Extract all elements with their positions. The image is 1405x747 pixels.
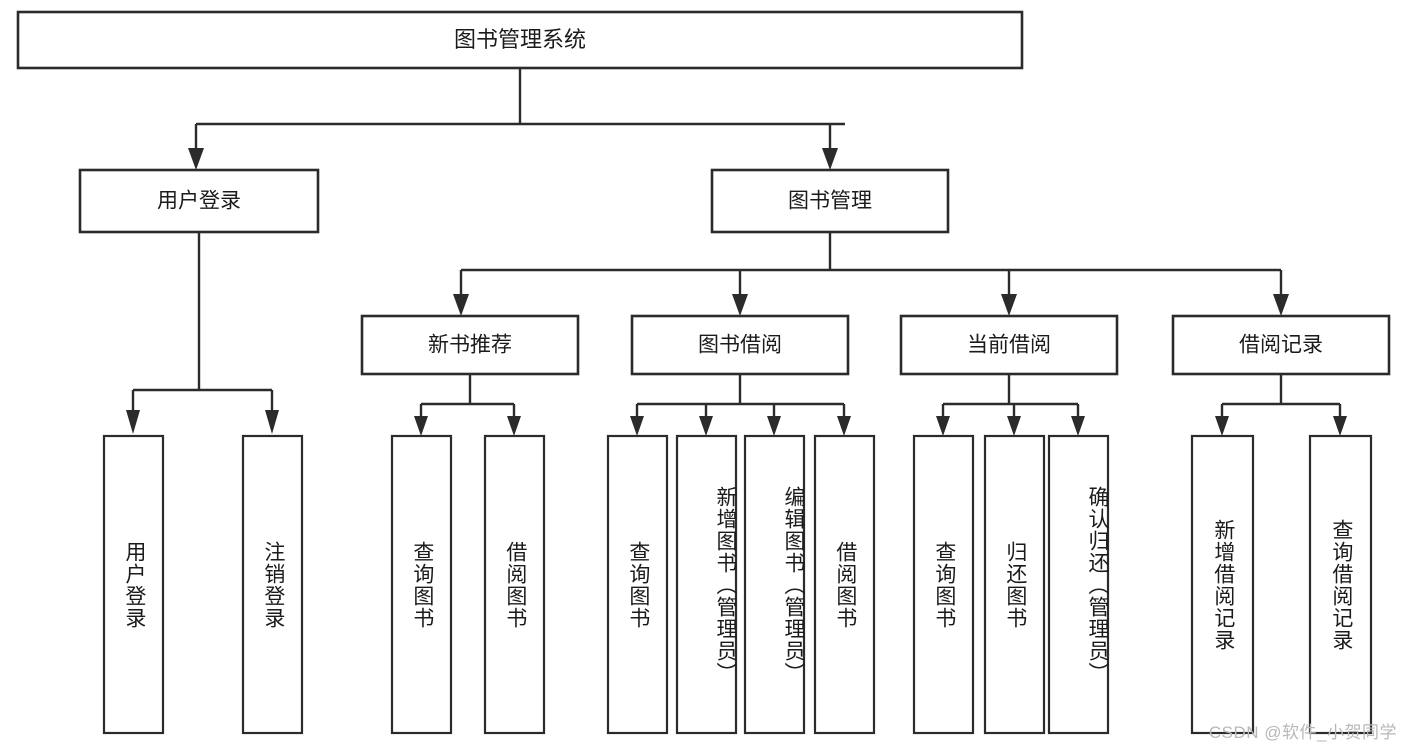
arrow-head-leaf-edit-book (767, 416, 781, 436)
connector-root-to-level2 (188, 68, 845, 170)
node-root-label: 图书管理系统 (454, 27, 586, 52)
node-user-login-label: 用户登录 (157, 190, 241, 213)
arrow-head-user-login (188, 148, 204, 170)
leaf-box-borrow-book-2[interactable] (813, 434, 876, 735)
node-current-borrow-box[interactable] (899, 314, 1119, 376)
leaf-box-query-book-2[interactable] (606, 434, 669, 735)
node-current-borrow-label: 当前借阅 (967, 334, 1051, 357)
node-borrow-record-label: 借阅记录 (1239, 334, 1323, 357)
arrow-head-book-management (822, 148, 838, 170)
arrow-head-bookborrow (732, 294, 748, 316)
node-new-book-recommend[interactable]: 新书推荐 (360, 314, 580, 376)
arrow-head-leaf-query-book-3 (936, 416, 950, 436)
leaf-box-return-book[interactable] (983, 434, 1046, 735)
leaf-box-user-login[interactable] (102, 434, 165, 735)
node-book-borrow-label: 图书借阅 (698, 334, 782, 357)
node-borrow-record[interactable]: 借阅记录 (1171, 314, 1391, 376)
leaf-box-add-book[interactable] (675, 434, 738, 735)
arrow-head-leaf-confirm-return (1071, 416, 1085, 436)
arrow-head-leaf-borrow-book-2 (837, 416, 851, 436)
leaf-box-add-record[interactable] (1190, 434, 1255, 735)
node-new-book-recommend-label: 新书推荐 (428, 334, 512, 357)
leaf-box-confirm-return[interactable] (1047, 434, 1110, 735)
arrow-head-borrowrecord (1273, 294, 1289, 316)
connector-newbook-to-leaves (414, 374, 521, 436)
arrow-head-leaf-query-record (1333, 416, 1347, 436)
node-new-book-recommend-box[interactable] (360, 314, 580, 376)
node-borrow-record-box[interactable] (1171, 314, 1391, 376)
connector-bookborrow-to-leaves (630, 374, 851, 436)
node-book-borrow[interactable]: 图书借阅 (630, 314, 850, 376)
node-book-borrow-box[interactable] (630, 314, 850, 376)
arrow-head-leaf-query-book-1 (414, 416, 428, 436)
leaf-box-logout-login[interactable] (241, 434, 304, 735)
connector-borrowrecord-to-leaves (1215, 374, 1347, 436)
node-root[interactable]: 图书管理系统 (16, 10, 1024, 70)
connector-userlogin-to-leaves (126, 232, 279, 434)
node-book-management-label: 图书管理 (788, 190, 872, 213)
node-book-management-box[interactable] (710, 168, 950, 234)
node-user-login-box[interactable] (78, 168, 320, 234)
leaf-box-edit-book[interactable] (743, 434, 806, 735)
arrow-head-leaf-user-login (126, 410, 140, 434)
leaf-box-borrow-book-1[interactable] (483, 434, 546, 735)
connector-bookmgmt-to-level3 (453, 232, 1289, 316)
connector-currentborrow-to-leaves (936, 374, 1085, 436)
arrow-head-currentborrow (1001, 294, 1017, 316)
arrow-head-leaf-return-book (1007, 416, 1021, 436)
arrow-head-leaf-query-book-2 (630, 416, 644, 436)
node-root-box[interactable] (16, 10, 1024, 70)
leaf-box-query-record[interactable] (1308, 434, 1373, 735)
arrow-head-newbook (453, 294, 469, 316)
arrow-head-leaf-add-record (1215, 416, 1229, 436)
node-user-login[interactable]: 用户登录 (78, 168, 320, 234)
leaf-box-query-book-1[interactable] (390, 434, 453, 735)
node-book-management[interactable]: 图书管理 (710, 168, 950, 234)
arrow-head-leaf-logout-login (265, 410, 279, 434)
arrow-head-leaf-borrow-book-1 (507, 416, 521, 436)
csdn-watermark: CSDN @软件_小贺同学 (1208, 723, 1397, 742)
leaf-box-query-book-3[interactable] (912, 434, 975, 735)
node-current-borrow[interactable]: 当前借阅 (899, 314, 1119, 376)
arrow-head-leaf-add-book (699, 416, 713, 436)
